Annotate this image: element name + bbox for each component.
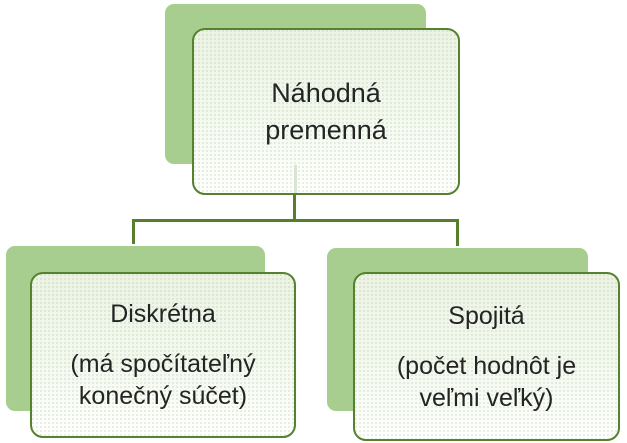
connector-root-stem [293, 193, 296, 221]
node-continuous-card: Spojitá (počet hodnôt je veľmi veľký) [353, 272, 620, 441]
node-discrete-card: Diskrétna (má spočítateľný konečný súčet… [30, 272, 296, 438]
node-continuous-subtitle: (počet hodnôt je veľmi veľký) [396, 351, 577, 412]
node-continuous-title: Spojitá [448, 301, 525, 330]
node-root-card: Náhodná premenná [192, 28, 460, 195]
connector-drop-right [456, 219, 459, 247]
node-discrete-subtitle: (má spočítateľný konečný súčet) [70, 350, 256, 410]
connector-seethrough-line [294, 165, 297, 193]
node-root-title: Náhodná premenná [265, 77, 387, 145]
connector-horizontal-bar [132, 219, 459, 222]
connector-drop-left [132, 219, 135, 247]
node-discrete-title: Diskrétna [110, 300, 216, 328]
